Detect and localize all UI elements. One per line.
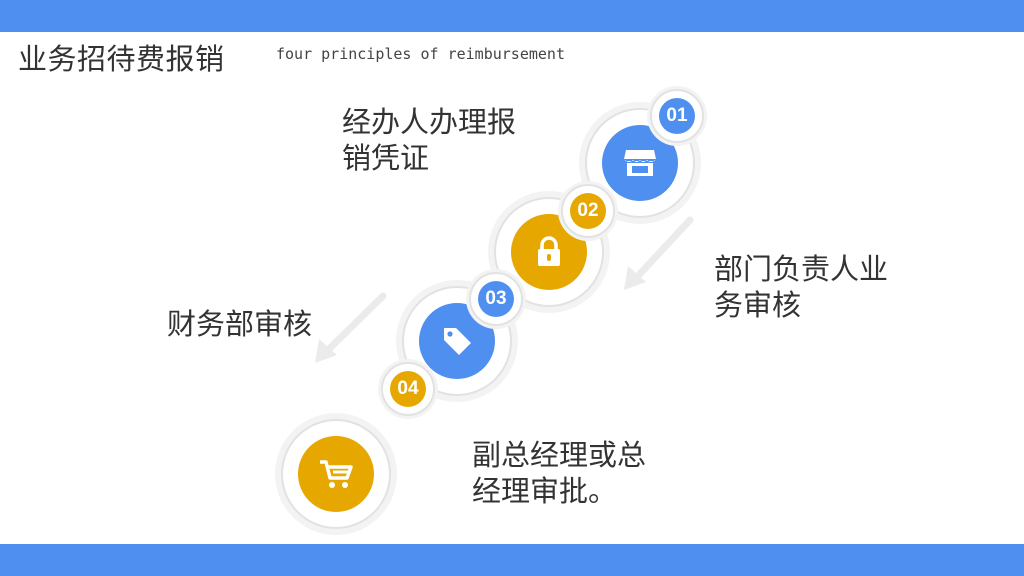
step-4-text: 副总经理或总 经理审批。 (472, 437, 646, 509)
top-banner (0, 0, 1024, 32)
step-4-icon-bg (298, 436, 374, 512)
page-title: 业务招待费报销 (18, 42, 225, 76)
cart-icon (320, 460, 353, 488)
step-4-badge: 04 (381, 362, 435, 416)
page-subtitle: four principles of reimbursement (276, 45, 565, 63)
step-4-number: 04 (390, 371, 426, 407)
lock-icon (538, 236, 560, 266)
step-3-number: 03 (478, 281, 514, 317)
step-4-line-2: 经理审批。 (472, 474, 618, 508)
step-1-line-1: 经办人办理报 (342, 105, 517, 139)
step-1-text: 经办人办理报 销凭证 (342, 104, 516, 176)
store-icon (624, 150, 656, 176)
tag-icon (444, 328, 471, 355)
step-1-number: 01 (659, 98, 695, 134)
step-1-badge: 01 (650, 89, 704, 143)
bottom-banner (0, 544, 1024, 576)
step-2-line-1: 部门负责人业 (714, 252, 889, 286)
arrow-down-left-right (624, 216, 694, 290)
step-4-circle (281, 419, 391, 529)
step-3-line-1: 财务部审核 (167, 307, 313, 341)
step-3-badge: 03 (469, 272, 523, 326)
arrow-down-left-left (315, 292, 387, 363)
step-4-line-1: 副总经理或总 (472, 438, 647, 472)
step-2-badge: 02 (561, 184, 615, 238)
step-1-line-2: 销凭证 (342, 141, 430, 175)
step-2-text: 部门负责人业 务审核 (714, 251, 888, 323)
step-3-text: 财务部审核 (167, 306, 312, 342)
step-2-line-2: 务审核 (714, 288, 802, 322)
step-2-number: 02 (570, 193, 606, 229)
